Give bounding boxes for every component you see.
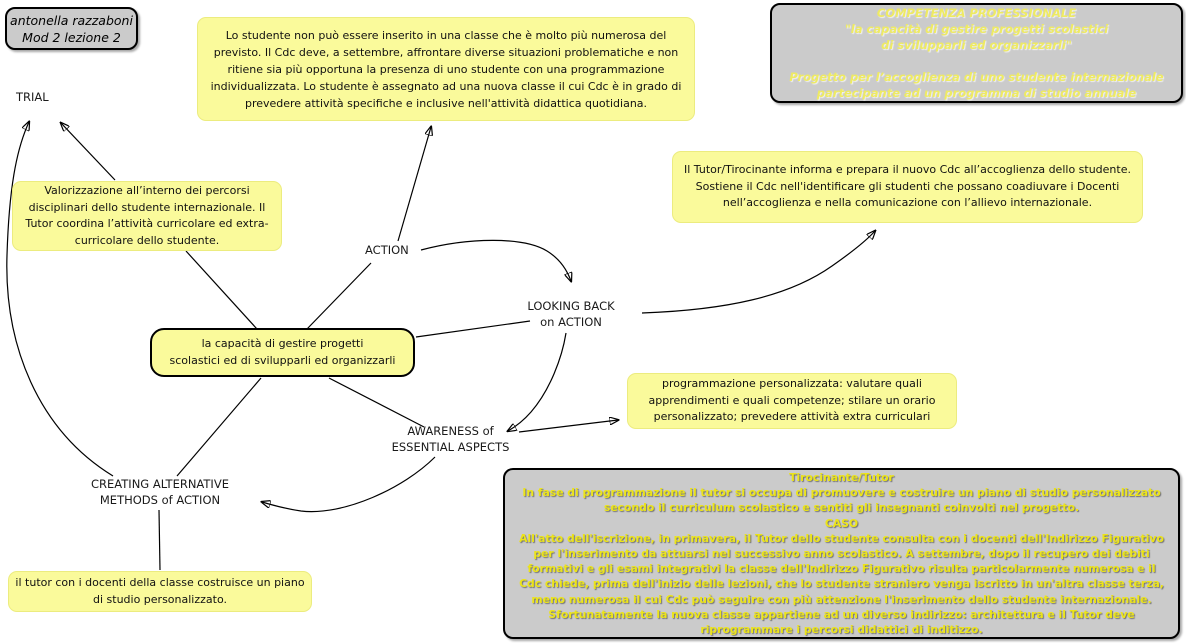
caso-box[interactable]: Tirocinante/Tutor In fase di programmazi… — [503, 468, 1180, 639]
phase-label-trial[interactable]: TRIAL — [16, 90, 49, 104]
phase-label-action[interactable]: ACTION — [365, 243, 409, 257]
note-studente[interactable]: Lo studente non può essere inserito in u… — [197, 17, 695, 121]
note-programmazione[interactable]: programmazione personalizzata: valutare … — [627, 373, 957, 429]
edge-creating-to-trial — [6, 122, 114, 477]
note-piano-studio[interactable]: il tutor con i docenti della classe cost… — [8, 571, 312, 612]
edge-looking-back-to-awareness — [508, 332, 567, 431]
edge-awareness-to-creating — [262, 456, 436, 513]
edge-center-to-awareness — [328, 377, 425, 428]
edge-center-to-creating — [176, 377, 262, 477]
phase-label-creating[interactable]: CREATING ALTERNATIVE METHODS of ACTION — [91, 477, 229, 507]
edge-looking-back-to-note-tutor — [641, 231, 875, 314]
edge-center-to-valorizzazione — [185, 250, 258, 330]
edge-action-to-looking-back — [420, 239, 571, 281]
center-concept[interactable]: la capacità di gestire progetti scolasti… — [150, 328, 415, 377]
edge-action-to-note-studente — [397, 127, 431, 242]
phase-label-awareness[interactable]: AWARENESS of ESSENTIAL ASPECTS — [391, 424, 510, 454]
author-box[interactable]: antonella razzaboni Mod 2 lezione 2 — [5, 7, 138, 50]
edge-center-to-action — [306, 262, 372, 330]
edge-creating-to-note-piano — [158, 509, 161, 571]
edge-center-to-looking-back — [415, 320, 531, 338]
competenza-professionale-box[interactable]: COMPETENZA PROFESSIONALE "la capacità di… — [770, 3, 1183, 103]
edge-valorizzazione-to-trial — [61, 123, 116, 181]
phase-label-looking-back[interactable]: LOOKING BACK on ACTION — [527, 299, 615, 329]
edge-awareness-to-note-programmazione — [518, 420, 618, 433]
note-tutor-tirocinante[interactable]: Il Tutor/Tirocinante informa e prepara i… — [672, 151, 1143, 223]
note-valorizzazione[interactable]: Valorizzazione all’interno dei percorsi … — [12, 181, 282, 251]
